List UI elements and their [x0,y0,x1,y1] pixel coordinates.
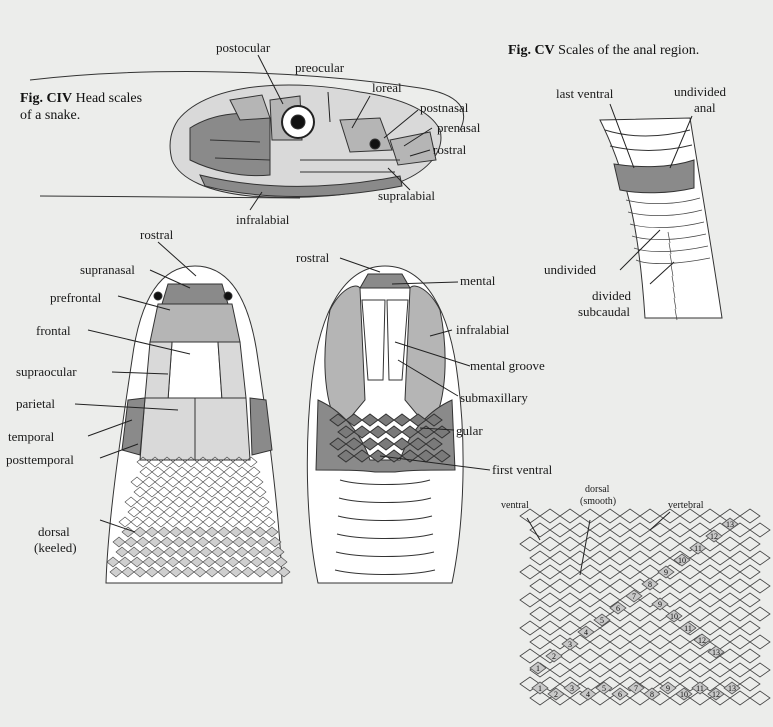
count-number: 12 [698,636,706,645]
label-rostral-dorsal: rostral [140,227,173,242]
count-number: 12 [712,690,720,699]
count-number: 10 [670,612,678,621]
count-number: 9 [666,684,670,693]
count-number: 4 [586,690,590,699]
label-anal: anal [694,100,716,115]
count-number: 2 [554,690,558,699]
label-rostral-lateral: rostral [433,142,466,157]
count-number: 6 [616,604,620,613]
count-number: 4 [584,628,588,637]
label-prefrontal: prefrontal [50,290,101,305]
count-number: 9 [658,600,662,609]
label-vertebral: vertebral [668,500,704,511]
count-number: 7 [634,684,638,693]
anal-caption: Fig. CV Scales of the anal region. [508,42,699,59]
label-subcaudal: subcaudal [578,304,630,319]
label-mental-groove: mental groove [470,358,545,373]
scale-count-diagram: 1312111098765432191011121312345678910111… [520,509,770,705]
head-caption-text: Head scales [76,91,142,106]
count-number: 8 [650,690,654,699]
label-gular: gular [456,423,483,438]
label-supralabial: supralabial [378,188,435,203]
label-prenasal: prenasal [437,120,480,135]
count-number: 3 [570,684,574,693]
count-number: 11 [694,544,702,553]
count-number: 13 [726,520,734,529]
count-number: 13 [728,684,736,693]
count-number: 11 [684,624,692,633]
count-number: 3 [568,640,572,649]
label-ventral-count: ventral [501,500,529,511]
label-preocular: preocular [295,60,344,75]
label-parietal: parietal [16,396,55,411]
label-postnasal: postnasal [420,100,468,115]
count-number: 8 [648,580,652,589]
label-supranasal: supranasal [80,262,135,277]
label-divided: divided [592,288,631,303]
label-smooth: (smooth) [580,496,616,507]
ventral-head-view [307,266,463,583]
label-rostral-ventral: rostral [296,250,329,265]
count-number: 1 [538,684,542,693]
count-number: 5 [602,684,606,693]
count-number: 11 [696,684,704,693]
count-number: 10 [680,690,688,699]
anal-caption-text: Scales of the anal region. [558,43,699,58]
count-number: 9 [664,568,668,577]
count-number: 6 [618,690,622,699]
label-frontal: frontal [36,323,71,338]
label-mental: mental [460,273,495,288]
label-dorsal-keeled: dorsal [38,524,70,539]
label-loreal: loreal [372,80,402,95]
label-undivided-anal: undivided [674,84,726,99]
dorsal-head-view [106,266,290,583]
label-first-ventral: first ventral [492,462,552,477]
label-posttemporal: posttemporal [6,452,74,467]
head-caption-number: Fig. CIV [20,91,72,106]
count-number: 12 [710,532,718,541]
label-supraocular: supraocular [16,364,77,379]
count-number: 13 [712,648,720,657]
label-infralabial-lateral: infralabial [236,212,289,227]
label-submaxillary: submaxillary [460,390,528,405]
count-number: 2 [552,652,556,661]
anal-caption-number: Fig. CV [508,43,555,58]
label-dorsal-count: dorsal [585,484,609,495]
count-number: 5 [600,616,604,625]
count-number: 1 [536,664,540,673]
count-number: 10 [678,556,686,565]
count-number: 7 [632,592,636,601]
label-last-ventral: last ventral [556,86,613,101]
label-infralabial-ventral: infralabial [456,322,509,337]
label-undivided: undivided [544,262,596,277]
head-caption: Fig. CIV Head scales of a snake. [20,90,142,124]
label-temporal: temporal [8,429,54,444]
head-caption-line2: of a snake. [20,108,80,123]
label-postocular: postocular [216,40,270,55]
label-keeled: (keeled) [34,540,77,555]
